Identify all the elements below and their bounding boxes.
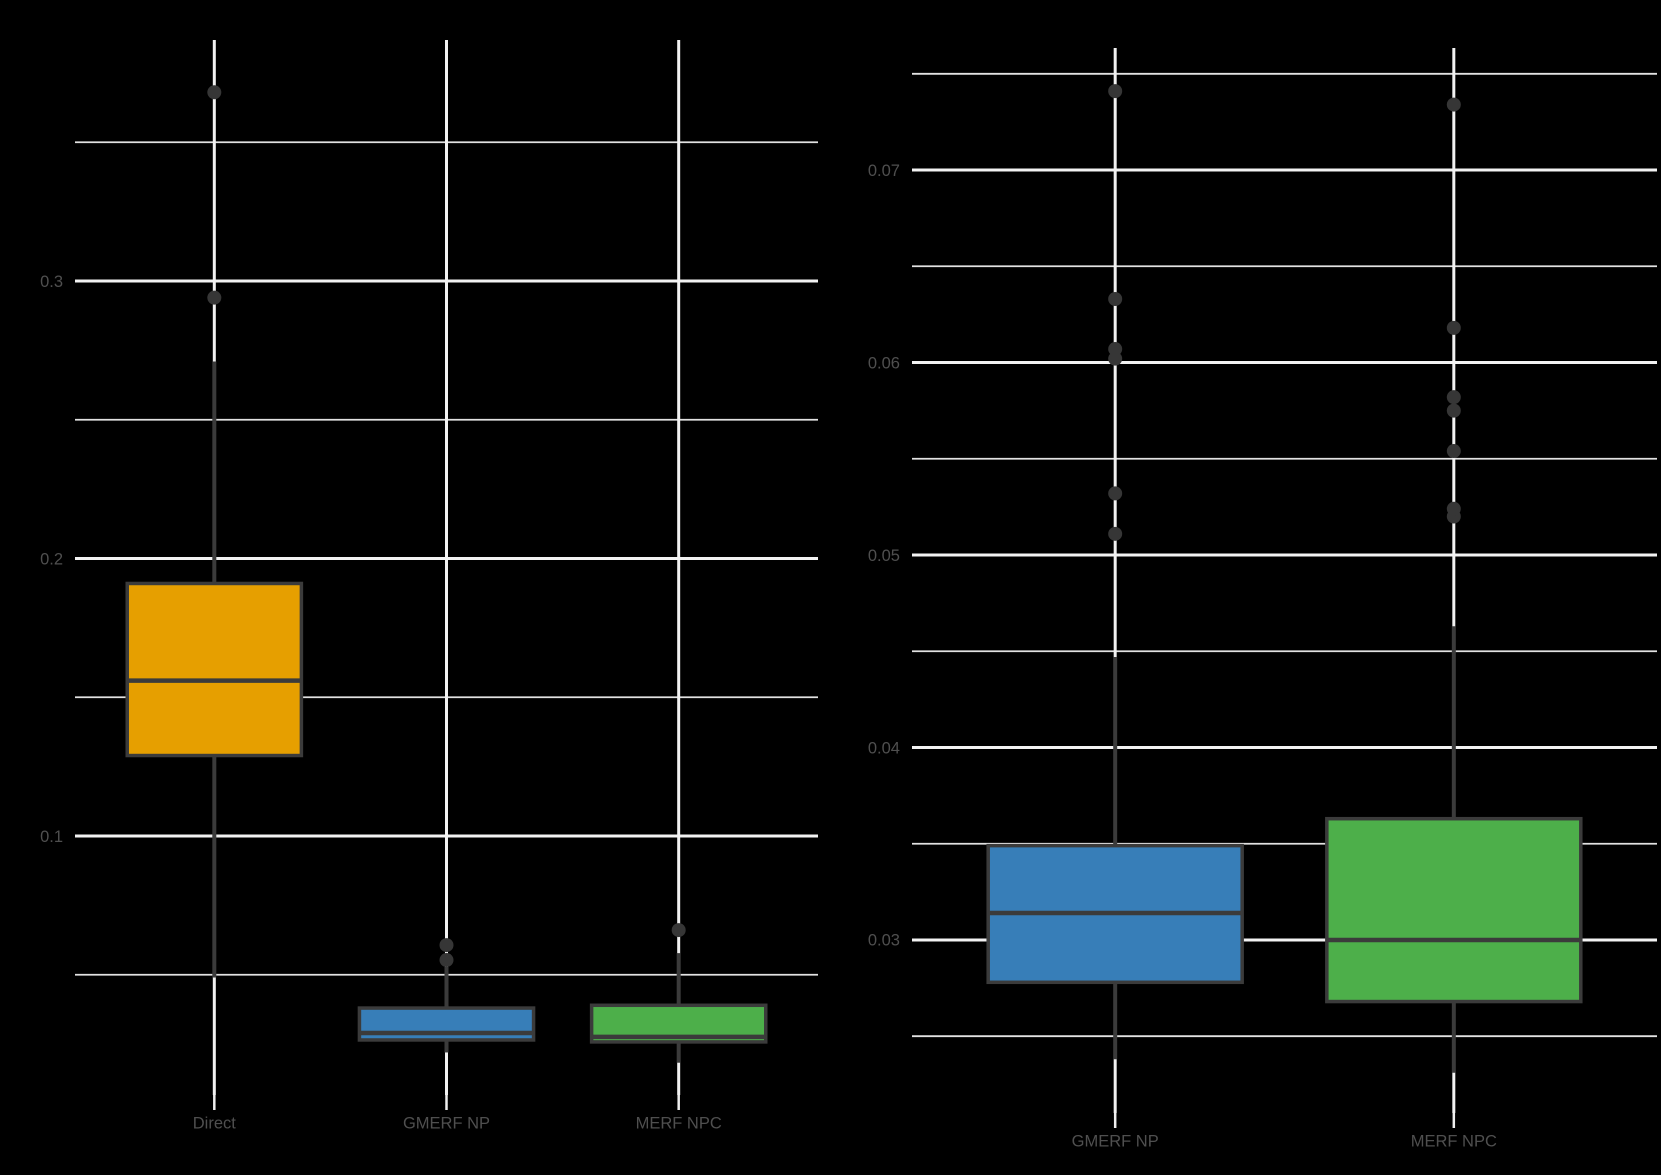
- outlier-gmerf-np-1: [1108, 486, 1123, 501]
- x-axis-label-gmerf-np: GMERF NP: [403, 1115, 490, 1133]
- outlier-gmerf-np-4: [1108, 291, 1123, 306]
- outlier-merf-npc-1: [1446, 501, 1461, 516]
- x-axis-label-direct: Direct: [193, 1115, 237, 1133]
- outlier-gmerf-np-3: [1108, 342, 1123, 357]
- outlier-merf-npc-0: [671, 923, 686, 938]
- outlier-merf-npc-3: [1446, 403, 1461, 418]
- outlier-merf-npc-4: [1446, 390, 1461, 405]
- y-axis-label-0.04: 0.04: [868, 739, 900, 757]
- y-axis-label-0.05: 0.05: [868, 547, 900, 565]
- y-axis-label-0.07: 0.07: [868, 162, 900, 180]
- outlier-direct-1: [207, 85, 222, 100]
- outlier-merf-npc-6: [1446, 97, 1461, 112]
- outlier-gmerf-np-5: [1108, 84, 1123, 99]
- y-axis-label-0.1: 0.1: [40, 828, 63, 846]
- y-axis-label-0.06: 0.06: [868, 354, 900, 372]
- box-direct: [125, 581, 304, 758]
- outlier-direct-0: [207, 290, 222, 305]
- box-merf-npc: [1325, 816, 1583, 1004]
- x-axis-label-gmerf-np: GMERF NP: [1072, 1133, 1159, 1151]
- outlier-gmerf-np-0: [439, 953, 454, 968]
- outlier-merf-npc-5: [1446, 320, 1461, 335]
- outlier-merf-npc-2: [1446, 444, 1461, 459]
- y-axis-label-0.3: 0.3: [40, 273, 63, 291]
- y-axis-label-0.03: 0.03: [868, 932, 900, 950]
- y-axis-label-0.2: 0.2: [40, 550, 63, 568]
- outlier-gmerf-np-2: [1108, 351, 1123, 366]
- outlier-gmerf-np-1: [439, 938, 454, 953]
- x-axis-label-merf-npc: MERF NPC: [636, 1115, 722, 1133]
- x-axis-label-merf-npc: MERF NPC: [1411, 1133, 1497, 1151]
- outlier-gmerf-np-0: [1108, 526, 1123, 541]
